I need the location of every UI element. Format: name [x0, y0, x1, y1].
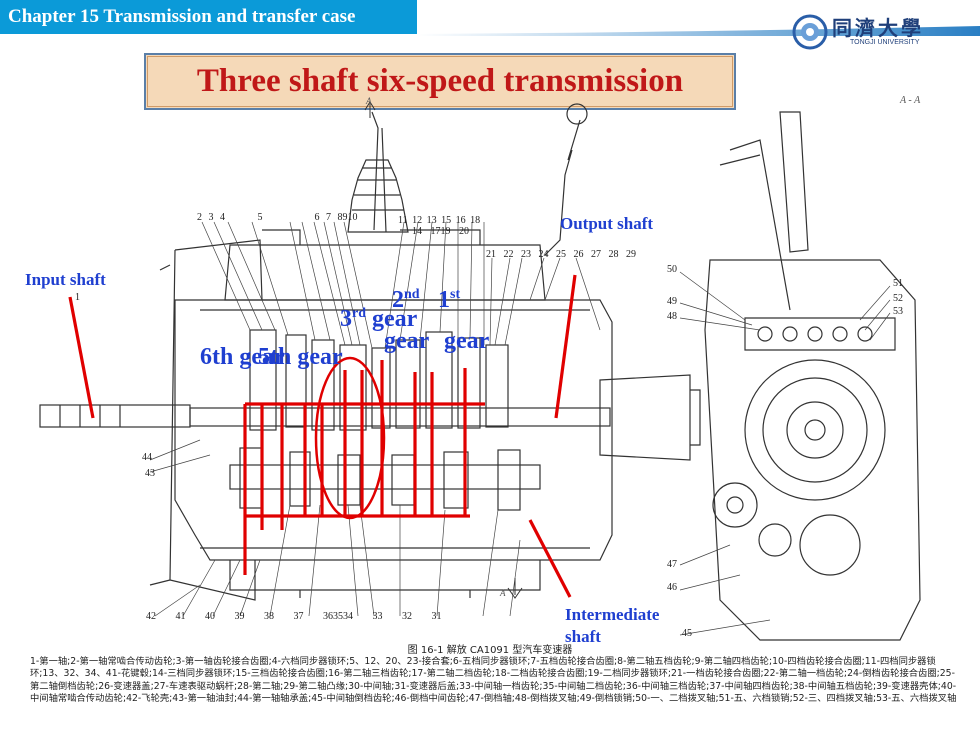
power-flow-lines	[68, 274, 577, 598]
part-numbers-top-row-3: 14 1719 20	[412, 226, 469, 237]
university-seal-icon	[792, 14, 828, 50]
intermediate-shaft-body	[229, 464, 541, 490]
parts-legend: 1-第一轴;2-第一轴常啮合传动齿轮;3-第一轴齿轮接合齿圈;4-六档同步器锁环…	[30, 656, 957, 705]
shift-rail-block	[744, 317, 896, 351]
output-shaft-label: Output shaft	[560, 214, 654, 233]
part-number: 1	[75, 292, 80, 303]
input-shaft-stub	[39, 404, 191, 428]
input-shaft-pointer	[68, 296, 95, 419]
part-number: 47	[667, 559, 677, 570]
gear-label-2nd: 2nd	[392, 287, 420, 313]
part-numbers-top-row-1: 2 3 4 5 6 7 8910	[197, 212, 358, 223]
input-shaft-label: Input shaft	[25, 270, 106, 289]
part-numbers-top-row-4: 21 22 23 24 25 26 27 28 29	[486, 249, 636, 260]
section-arrow-label-bottom: A	[500, 588, 506, 598]
part-number: 52	[893, 293, 903, 304]
slide-title: Three shaft six-speed transmission	[147, 56, 733, 107]
gear-label-2nd-word: gear	[384, 328, 430, 354]
title-box: Three shaft six-speed transmission	[144, 53, 736, 110]
part-number: 51	[893, 278, 903, 289]
output-flange	[599, 374, 691, 461]
part-number: 43	[145, 468, 155, 479]
section-mark: A - A	[900, 95, 921, 106]
end-view-housing	[704, 259, 921, 641]
gear-label-6th: 6th gear	[200, 344, 285, 370]
part-numbers-bottom-row: 42 41 40 39 38 37 363534 33 32 31	[146, 611, 442, 622]
part-number: 53	[893, 306, 903, 317]
output-shaft-pointer	[554, 274, 577, 419]
third-gear-highlight-ring	[314, 356, 386, 520]
chapter-header: Chapter 15 Transmission and transfer cas…	[0, 0, 417, 34]
gear-label-1st: 1st	[438, 287, 461, 313]
university-name-cn: 同濟大學	[832, 16, 924, 40]
part-number: 48	[667, 311, 677, 322]
part-number: 50	[667, 264, 677, 275]
gear-label-3rd: 3rd gear	[340, 306, 418, 332]
university-name-en: TONGJI UNIVERSITY	[850, 39, 920, 46]
transmission-housing	[174, 299, 613, 561]
shift-lever	[371, 111, 387, 233]
part-number: 49	[667, 296, 677, 307]
intermediate-shaft-pointer	[528, 519, 572, 598]
main-shaft	[189, 407, 611, 427]
part-number: 45	[682, 628, 692, 639]
figure-caption: 图 16-1 解放 CA1091 型汽车变速器	[407, 645, 573, 656]
intermediate-shaft-label: Intermediate shaft	[565, 605, 660, 646]
shift-boot	[347, 159, 409, 233]
gear-label-5th: 5th gear	[258, 344, 343, 370]
bell-housing	[169, 239, 263, 601]
part-numbers-top-row-2: 11 12 13 15 16 18	[398, 215, 481, 226]
header-rule	[417, 26, 980, 36]
part-number: 46	[667, 582, 677, 593]
gear-label-1st-word: gear	[444, 328, 490, 354]
part-number: 44	[142, 452, 152, 463]
section-arrow-label-top: A	[366, 96, 372, 106]
university-logo: 同濟大學 TONGJI UNIVERSITY	[790, 12, 960, 52]
